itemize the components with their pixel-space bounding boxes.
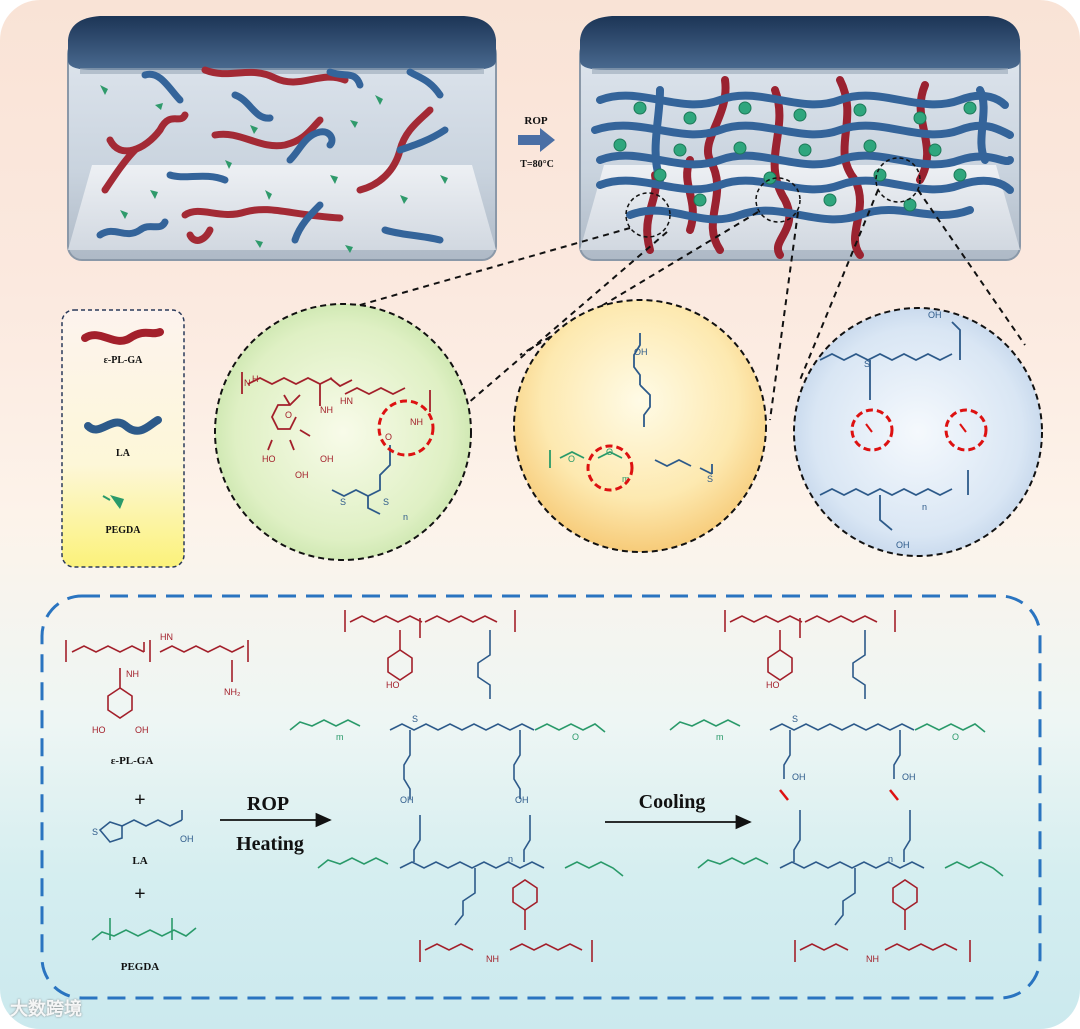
chem-oh-2: OH (896, 540, 910, 550)
chem-oh: OH (634, 347, 648, 357)
reactant-hn: HN (160, 632, 173, 642)
plus-sign-2: + (134, 883, 145, 905)
chem-nh-2: NH (410, 417, 423, 427)
chem-n: N (244, 378, 251, 388)
reactant-oh: OH (135, 725, 149, 735)
prod2-n-sub: n (888, 854, 893, 864)
prod2-oh: OH (792, 772, 806, 782)
reactant-pegda-structure (91, 918, 197, 941)
reactant-label-la: LA (132, 855, 147, 867)
chem-s: S (864, 359, 870, 369)
product-heated-network: OH OH S n m O HO NH (289, 610, 624, 964)
chem-oh: OH (928, 310, 942, 320)
legend-label-la: LA (116, 448, 131, 459)
prod2-ho: HO (766, 680, 780, 690)
bottom-reaction-scheme: NH HN NH₂ HO OH ε-PL-GA + S OH LA + PEGD… (40, 594, 1042, 1000)
prod2-nh: NH (866, 954, 879, 964)
chem-o-2: O (385, 432, 392, 442)
chem-hn: HN (340, 396, 353, 406)
prod1-ho: HO (386, 680, 400, 690)
zoom-circle-la-pegda: O O m OH S (513, 299, 767, 553)
reactant-label-plga: ε-PL-GA (111, 755, 154, 767)
box-after-reaction (579, 16, 1021, 261)
chem-ho: HO (262, 454, 276, 464)
prod2-m-sub: m (716, 732, 724, 742)
chem-n-sub: n (403, 512, 408, 522)
watermark: 大数跨境 (10, 999, 82, 1020)
chem-n-sub: n (922, 502, 927, 512)
chem-m-sub: m (622, 474, 630, 484)
prod1-nh: NH (486, 954, 499, 964)
reactant-nh2: NH₂ (224, 687, 241, 697)
chem-h: H (252, 374, 259, 384)
prod2-s: S (792, 714, 798, 724)
chem-o: O (568, 454, 575, 464)
reactant-nh: NH (126, 669, 139, 679)
prod1-oh: OH (400, 795, 414, 805)
prod1-n-sub: n (508, 854, 513, 864)
chem-s-2: S (383, 497, 389, 507)
legend-label-plga: ε-PL-GA (104, 355, 143, 366)
chem-s: S (707, 474, 713, 484)
prod1-m-sub: m (336, 732, 344, 742)
prod2-oh-2: OH (902, 772, 916, 782)
prod1-o: O (572, 732, 579, 742)
arrow-label-temperature: T=80°C (520, 159, 554, 170)
zoom-circle-hydrogen-bonds: OH OH S n (793, 307, 1043, 557)
arrow1-label-rop: ROP (247, 793, 289, 815)
prod2-o: O (952, 732, 959, 742)
arrow2-label-cooling: Cooling (639, 791, 706, 813)
chem-o: O (285, 410, 292, 420)
legend-label-pegda: PEGDA (106, 525, 142, 536)
prod1-s: S (412, 714, 418, 724)
reactant-label-pegda: PEGDA (121, 961, 160, 973)
reactant-ho: HO (92, 725, 106, 735)
reactant-plga-structure (65, 640, 249, 719)
plus-sign-1: + (134, 789, 145, 811)
legend-panel: ε-PL-GA LA PEGDA (61, 309, 185, 568)
chem-oh-2: OH (320, 454, 334, 464)
reactant-la-structure (98, 810, 183, 843)
chem-s: S (340, 497, 346, 507)
box-before-reaction (67, 16, 497, 261)
arrow1-label-heating: Heating (236, 833, 304, 855)
prod1-oh-2: OH (515, 795, 529, 805)
chem-o-2: O (606, 447, 613, 457)
chem-oh: OH (295, 470, 309, 480)
product-cooled-network: OH OH S n m O HO NH (669, 610, 1004, 964)
chem-nh: NH (320, 405, 333, 415)
la-oh: OH (180, 834, 194, 844)
arrow-label-rop: ROP (524, 115, 548, 127)
la-s: S (92, 827, 98, 837)
zoom-circle-plga-la: H N NH HN NH O O HO OH OH S S n (214, 303, 472, 561)
top-reaction-arrow: ROP T=80°C (518, 115, 555, 170)
